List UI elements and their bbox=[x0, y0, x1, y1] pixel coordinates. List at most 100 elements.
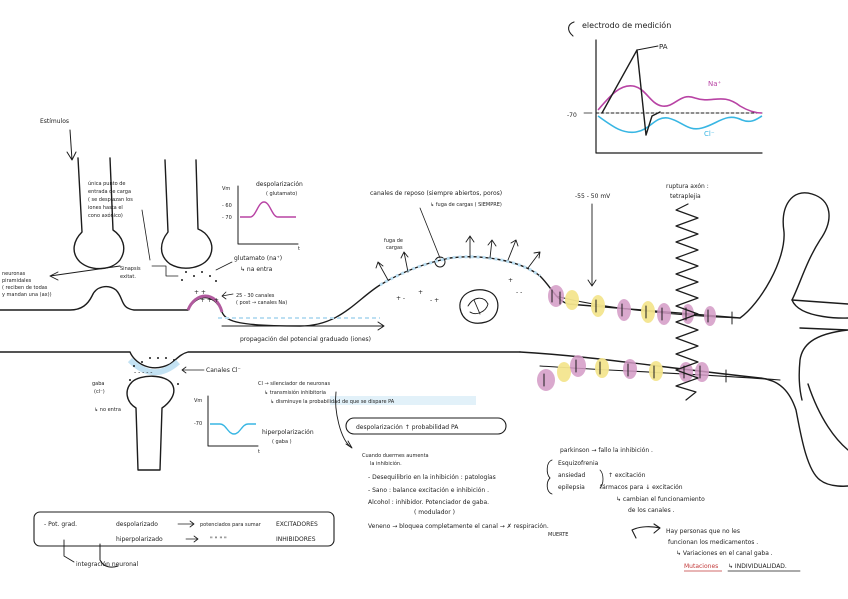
leak-arrows bbox=[375, 235, 541, 281]
ditto: " " " " bbox=[210, 536, 227, 543]
pot-grad: - Pot. grad. bbox=[44, 521, 77, 528]
ruptura-2: tetraplejia bbox=[670, 193, 701, 200]
unica-punto-1: única punto de bbox=[88, 180, 126, 187]
estimulos-label: Estímulos bbox=[40, 118, 69, 125]
axon-leak-region: canales de reposo (siempre abiertos, por… bbox=[370, 190, 541, 324]
axon-branch-top bbox=[567, 192, 848, 319]
depol-y2: - 70 bbox=[222, 215, 232, 221]
arrow-down-node-icon bbox=[587, 203, 597, 287]
canales-reposo-2: ↳ fuga de cargas ( SIEMPRE) bbox=[430, 202, 502, 208]
veneno-2: MUERTE bbox=[548, 532, 568, 538]
node-ticks bbox=[543, 289, 733, 387]
pot-sum: potenciados para sumar bbox=[200, 522, 262, 528]
depol-box-text: despolarización ↑ probabilidad PA bbox=[356, 424, 459, 431]
cl-label: Cl⁻ bbox=[704, 130, 715, 138]
hiper-title-1: hiperpolarización bbox=[262, 429, 314, 436]
sano: - Sano : balance excitación e inhibición… bbox=[368, 487, 489, 494]
epilepsia: epilepsia bbox=[558, 484, 585, 491]
hiper-y1: -70 bbox=[194, 421, 202, 427]
cl-note-1: Cl → silenciador de neuronas bbox=[258, 381, 330, 387]
svg-text:- -: - - bbox=[516, 289, 522, 296]
curved-arrow-icon bbox=[631, 523, 661, 539]
nodes-top bbox=[548, 285, 716, 326]
fuga-1: fuga de bbox=[384, 238, 403, 244]
membrane-bottom bbox=[0, 351, 521, 369]
integracion: integración neuronal bbox=[76, 561, 139, 568]
svg-text:+ -: + - bbox=[396, 295, 405, 302]
depol-t: t bbox=[298, 246, 300, 252]
farmacos-3: de los canales . bbox=[628, 507, 675, 514]
inhibidores: INHIBIDORES bbox=[276, 536, 316, 543]
graph-depolarization: Vm - 60 - 70 t despolarización ( glutama… bbox=[222, 181, 303, 252]
ansiedad: ansiedad bbox=[558, 472, 585, 479]
neuronas-1: neuronas bbox=[2, 271, 26, 277]
unica-punto-4: iones hasta el bbox=[88, 205, 123, 211]
depol-prob-box: despolarización ↑ probabilidad PA bbox=[335, 391, 507, 449]
nucleus-icon bbox=[459, 289, 499, 324]
electrode-graph: electrodo de medición -70 PA Na⁺ Cl⁻ bbox=[567, 20, 763, 154]
gaba-2: (cl⁻) bbox=[94, 389, 105, 395]
svg-text:+: + bbox=[418, 289, 423, 296]
cuando-1: Cuando duermes aumenta bbox=[362, 453, 429, 459]
na-range-1: 25 - 30 canales bbox=[236, 293, 275, 299]
variaciones: ↳ Variaciones en el canal gaba . bbox=[676, 550, 773, 557]
glutamato-2: ↳ na entra bbox=[240, 266, 273, 273]
probe-hook-icon bbox=[568, 21, 575, 37]
cl-trace bbox=[597, 115, 763, 134]
svg-text:- +: - + bbox=[430, 297, 439, 304]
unica-punto-3: ( se desplazan los bbox=[88, 197, 133, 203]
individualidad: ↳ INDIVIDUALIDAD. bbox=[728, 563, 787, 570]
gaba-3: ↳ no entra bbox=[94, 407, 121, 413]
graph-axes bbox=[595, 39, 763, 154]
canales-reposo-1: canales de reposo (siempre abiertos, por… bbox=[370, 190, 502, 197]
graded-potential-box: - Pot. grad. despolarizado potenciados p… bbox=[33, 511, 335, 568]
propagacion-label: propagación del potencial graduado (ione… bbox=[240, 336, 371, 343]
cuando-2: la inhibición. bbox=[370, 460, 402, 467]
neuronas-4: y mandan una (ax)) bbox=[2, 292, 52, 298]
left-synapse: Estímulos + + + + + única punto de entra… bbox=[0, 118, 569, 369]
cl-note-2: ↳ transmisión inhibitoria bbox=[264, 389, 326, 396]
svg-text:+ + +: + + + bbox=[200, 297, 219, 304]
glutamato-1: glutamato (na⁺) bbox=[234, 255, 282, 262]
alcohol-1: Alcohol : inhibidor. Potenciador de gaba… bbox=[368, 499, 489, 506]
depol-vm: Vm bbox=[222, 186, 230, 192]
gaba-synapse: - - - - - Canales Cl⁻ gaba (cl⁻) ↳ no en… bbox=[92, 357, 476, 471]
excitadores: EXCITADORES bbox=[276, 521, 318, 528]
mv-range: -55 - 50 mV bbox=[575, 193, 611, 200]
veneno-1: Veneno → bloquea completamente el canal … bbox=[368, 523, 549, 530]
neuronas-3: ( reciben de todas bbox=[2, 285, 48, 291]
electrode-title: electrodo de medición bbox=[582, 20, 671, 30]
excitacion: ↑ excitación bbox=[608, 472, 646, 479]
farmacos-1: fármacos para ↓ excitación bbox=[600, 484, 683, 491]
rupture-zigzag bbox=[675, 203, 699, 401]
arrow-left-icon bbox=[49, 265, 121, 281]
svg-text:- - - - -: - - - - - bbox=[134, 369, 152, 376]
arrow-down-icon bbox=[66, 129, 77, 161]
svg-text:+: + bbox=[508, 277, 513, 284]
farmacos-2: ↳ cambian el funcionamiento bbox=[616, 496, 705, 503]
hiper-curve bbox=[210, 423, 256, 435]
nodes-bottom bbox=[537, 355, 709, 391]
depol-curve bbox=[240, 201, 296, 218]
hiper-t: t bbox=[258, 449, 260, 455]
na-ions bbox=[181, 271, 217, 282]
esquizo: Esquizofrenia bbox=[558, 460, 599, 467]
graph-hyperpolarization: Vm -70 t hiperpolarización ( gaba ) bbox=[194, 395, 314, 455]
unica-punto-2: entrada de carga bbox=[88, 189, 131, 195]
hiperpolarizado: hiperpolarizado bbox=[116, 536, 163, 543]
canales-cl-label: Canales Cl⁻ bbox=[206, 367, 241, 374]
gaba-1: gaba bbox=[92, 381, 104, 387]
svg-text:+ +: + + bbox=[194, 289, 206, 296]
na-range-2: ( post → canales Na) bbox=[236, 300, 287, 306]
notes-inhibition: Cuando duermes aumenta la inhibición. - … bbox=[362, 453, 568, 538]
pa-label: PA bbox=[659, 43, 668, 51]
alcohol-2: ( modulador ) bbox=[414, 509, 455, 516]
fuga-2: cargas bbox=[386, 245, 403, 251]
presynaptic-terminal-2 bbox=[160, 159, 213, 269]
hay-1: Hay personas que no les bbox=[666, 528, 740, 535]
depolarizado: despolarizado bbox=[116, 521, 158, 528]
depol-title-2: ( glutamato) bbox=[266, 191, 297, 197]
notes-individuality: Hay personas que no les funcionan los me… bbox=[631, 523, 801, 572]
axon-top: -55 - 50 mV ruptura axón : tetraplejia bbox=[519, 183, 848, 487]
